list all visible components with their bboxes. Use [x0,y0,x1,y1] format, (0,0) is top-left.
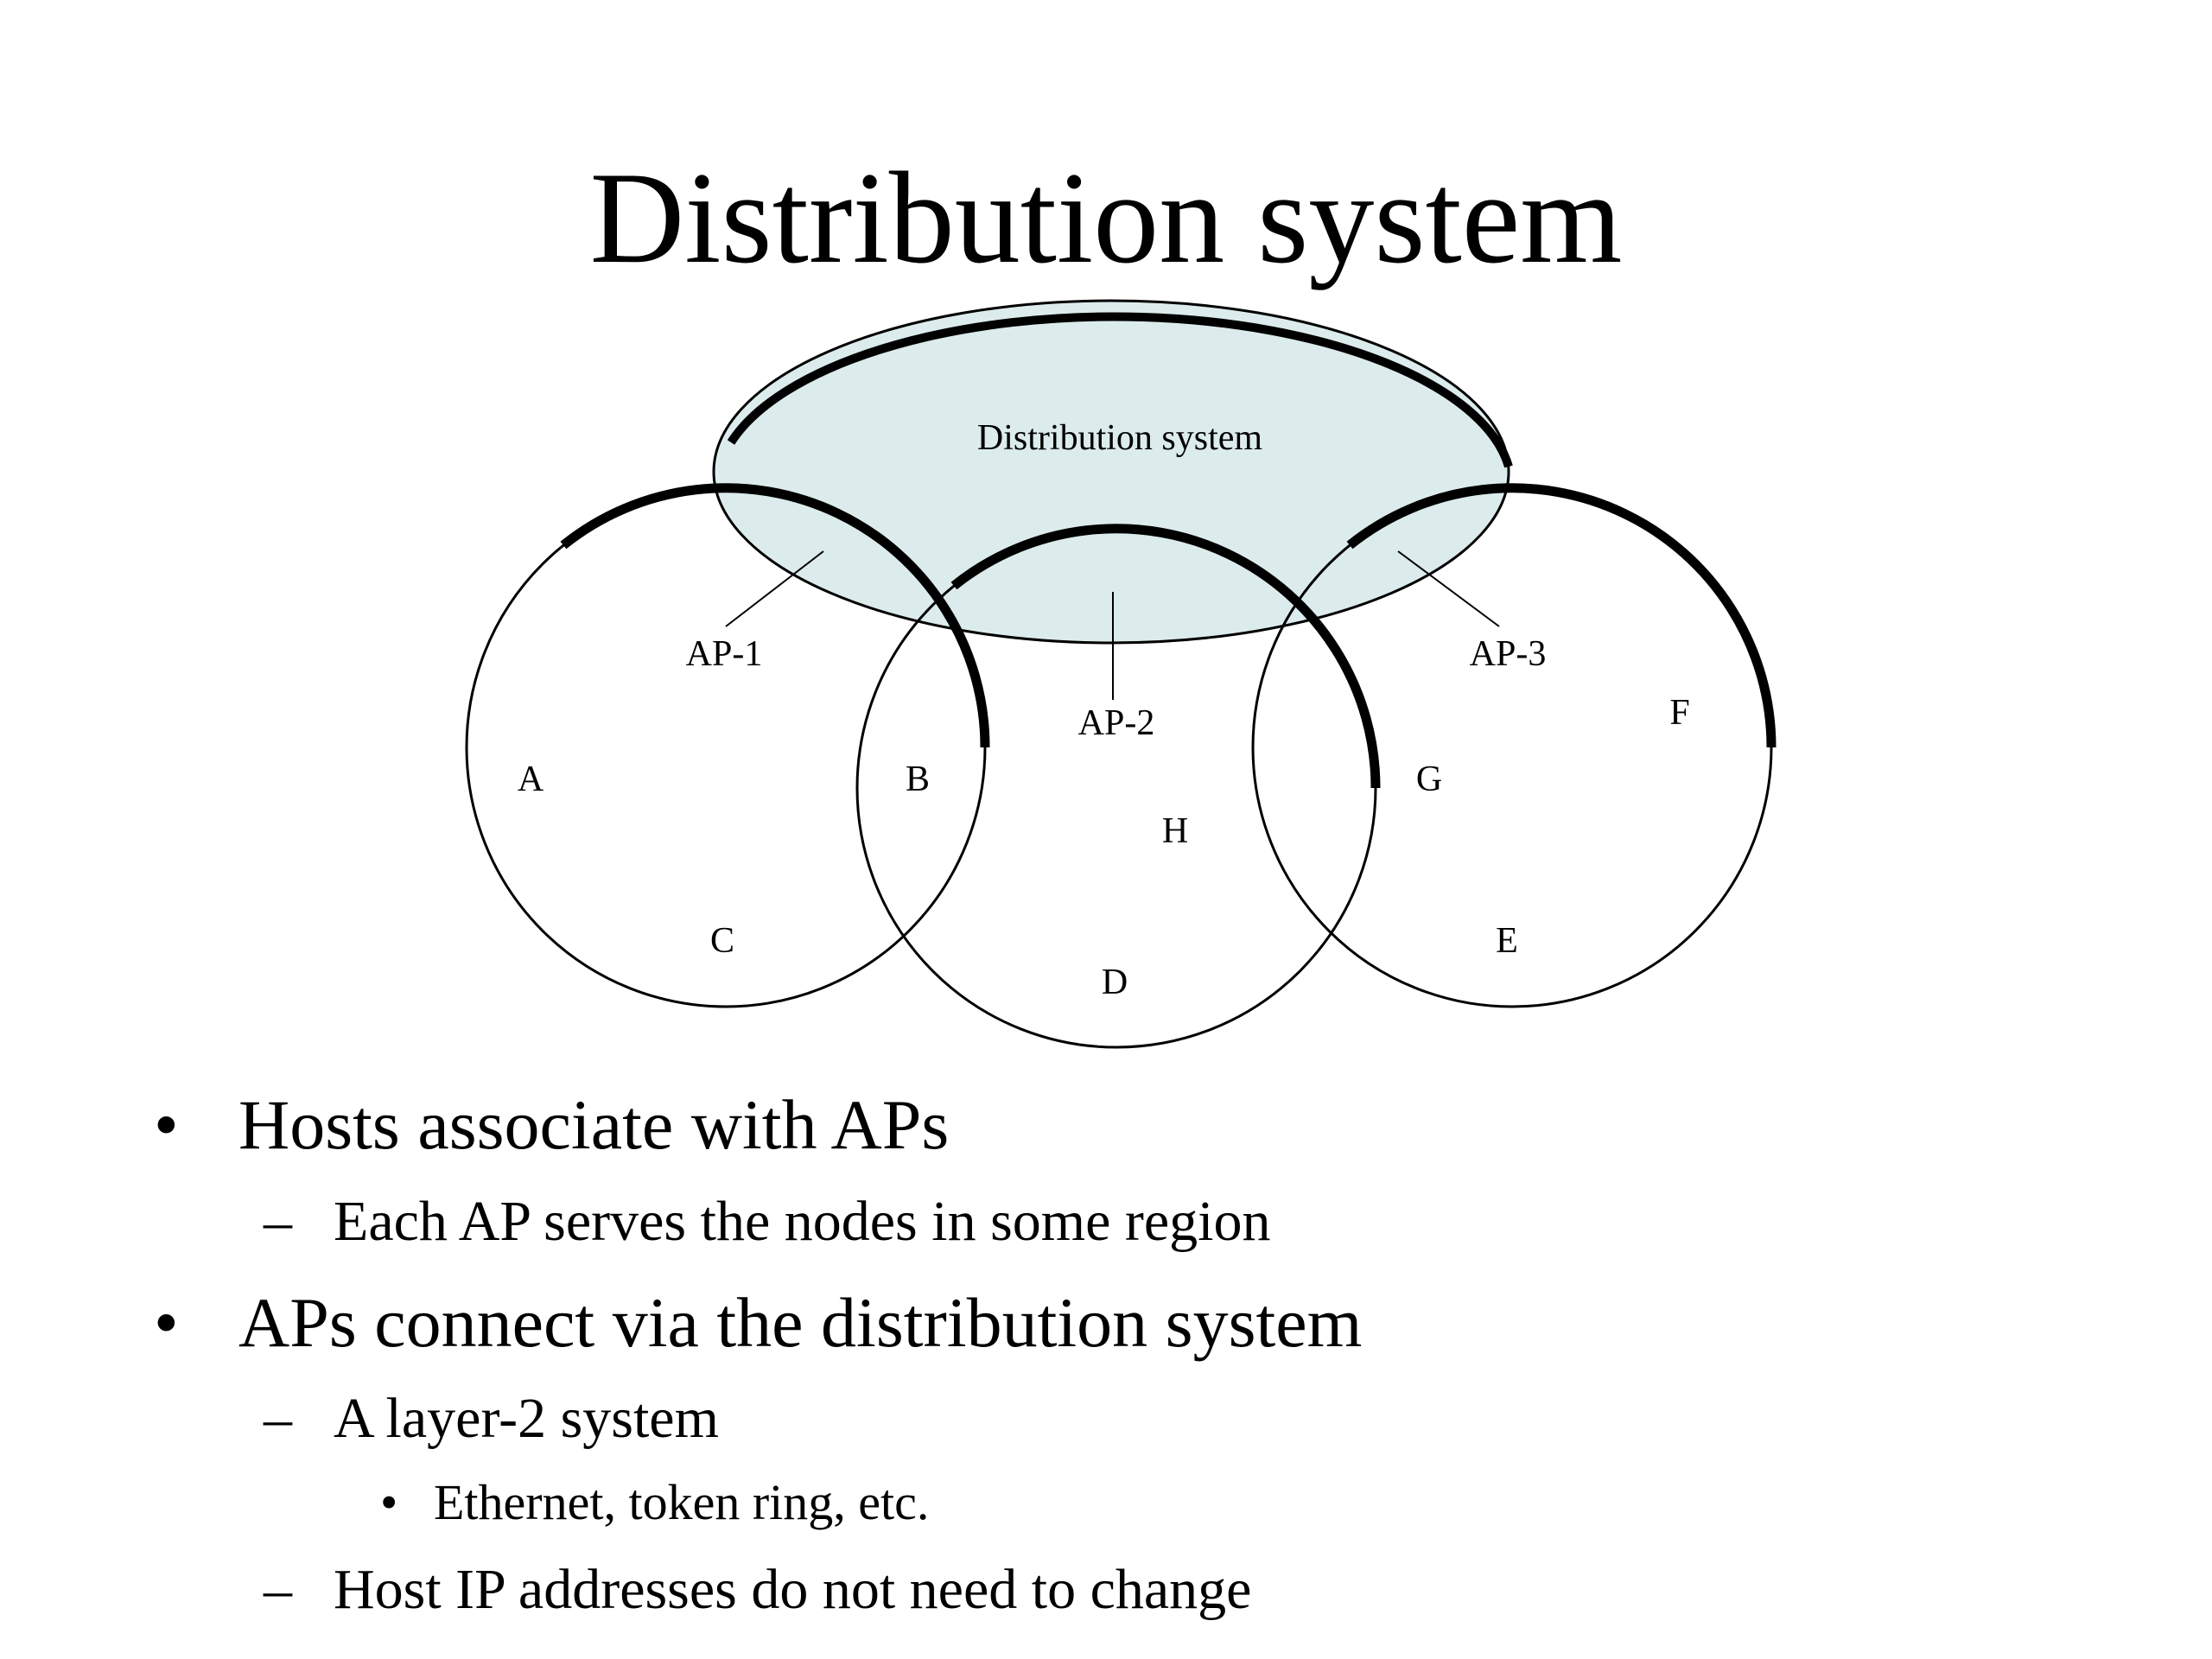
ap-label-1: AP-1 [686,634,763,674]
ap-label-2: AP-2 [1078,703,1155,743]
bullet-marker: • [154,1283,179,1362]
ap3-leader-line [1397,550,1500,627]
distribution-ellipse-rim [727,312,1513,468]
host-label-e: E [1496,921,1518,961]
slide-title: Distribution system [589,145,1623,290]
host-label-a: A [518,760,544,799]
distribution-system-label: Distribution system [977,418,1263,458]
bullet-item-5: Ethernet, token ring, etc. [434,1474,930,1530]
bullet-marker: • [154,1085,179,1164]
bullet-item-4: A layer-2 system [334,1387,719,1450]
ap1-leader-line [725,550,824,627]
dash-marker: – [264,1190,292,1253]
bullet-item-3: APs connect via the distribution system [238,1283,1363,1362]
host-label-b: B [906,760,930,799]
sub-bullet-marker: • [380,1474,398,1530]
host-label-f: F [1669,693,1689,733]
dash-marker: – [264,1387,292,1450]
bss-circle-ap1-rim [560,483,990,748]
bss-circle-ap2-rim [950,524,1381,789]
bullet-item-1: Hosts associate with APs [238,1085,950,1164]
bullet-item-6: Host IP addresses do not need to change [334,1558,1252,1621]
distribution-system-ellipse [712,299,1510,645]
host-label-c: C [710,921,734,961]
bullet-item-2: Each AP serves the nodes in some region [334,1190,1271,1253]
ap-label-3: AP-3 [1470,634,1547,674]
host-label-g: G [1416,760,1442,799]
host-label-h: H [1162,811,1188,851]
dash-marker: – [264,1558,292,1621]
host-label-d: D [1102,963,1128,1002]
bss-circle-ap3-rim [1346,483,1777,748]
